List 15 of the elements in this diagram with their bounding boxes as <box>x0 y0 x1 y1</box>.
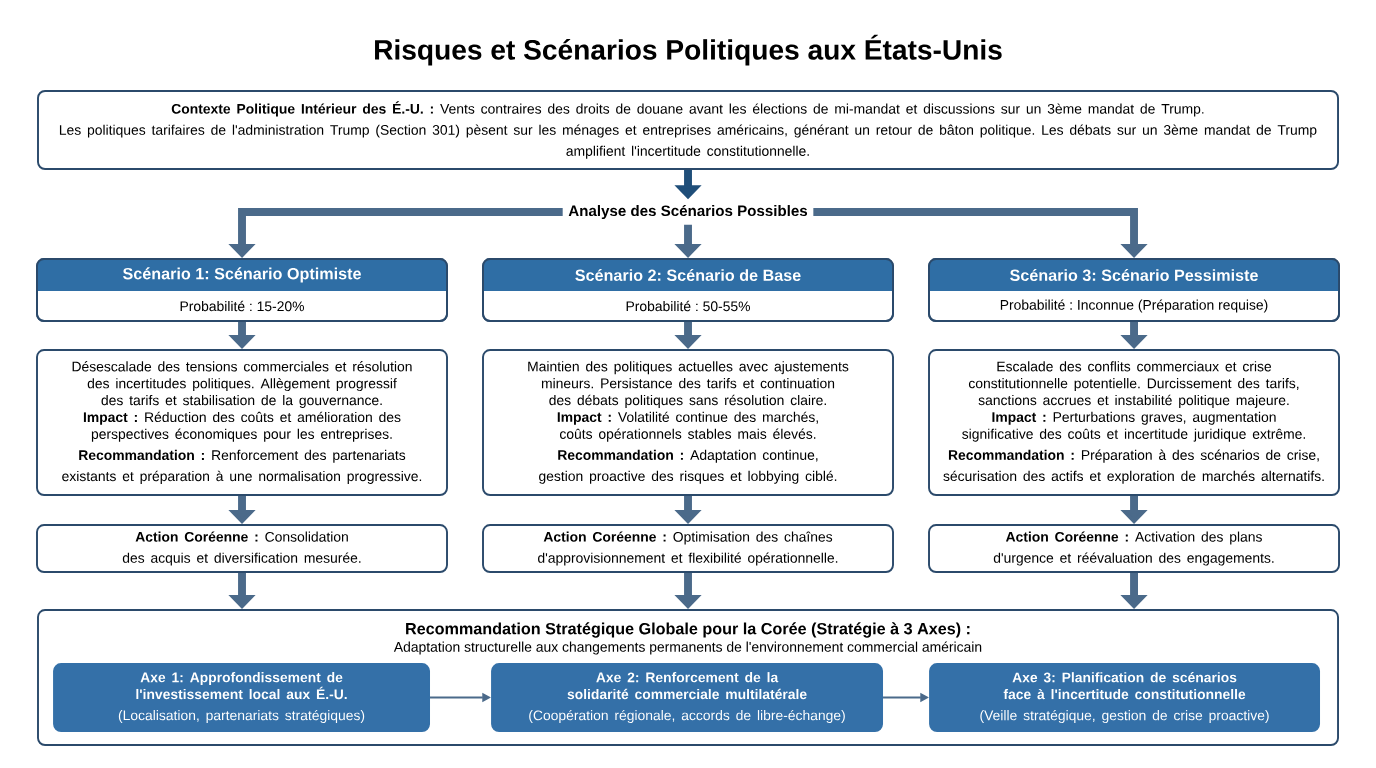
action-box: Action Coréenne : Optimisation des chaînes d'approvisionnement et flexibilité opérationnelle. <box>482 524 894 573</box>
axis-box: Axe 2: Renforcement de la solidarité commerciale multilatérale (Coopération régionale, accords de libre-échange) <box>491 663 883 732</box>
axis-box: Axe 3: Planification de scénarios face à l'incertitude constitutionnelle (Veille stratégique, gestion de crise proactive) <box>929 663 1321 732</box>
title: Risques et Scénarios Politiques aux États-Unis <box>375 34 1002 66</box>
action-box: Action Coréenne : Activation des plans d'urgence et réévaluation des engagements. <box>928 524 1340 573</box>
scenario-card: Scénario 1: Scénario Optimiste Probabilité : 15-20% <box>36 258 448 322</box>
section-label: Analyse des Scénarios Possibles <box>563 199 813 225</box>
axis-box: Axe 1: Approfondissement de l'investissement local aux É.-U. (Localisation, partenariats stratégiques) <box>53 663 430 732</box>
description-box: Maintien des politiques actuelles avec ajustements mineurs. Persistance des tarifs et continuation des débats politiques sans résolution claire. Impact : Volatilité continue des marchés, coûts opérationnels stables mais élevés. Recommandation : Adaptation continue, gestion proactive des risques et lobbying ciblé. <box>482 349 894 496</box>
action-box: Action Coréenne : Consolidation des acquis et diversification mesurée. <box>36 524 448 573</box>
context-box: Contexte Politique Intérieur des É.-U. : Vents contraires des droits de douane avant les élections de mi-mandat et discussions sur un 3ème mandat de Trump. Les politiques tarifaires de l'administration Trump (Section 301) pèsent sur les ménages et entreprises américains, générant un retour de bâton politique. Les débats sur un 3ème mandat de Trump amplifient l'incertitude constitutionnelle. <box>37 90 1339 170</box>
scenario-card: Scénario 3: Scénario Pessimiste Probabilité : Inconnue (Préparation requise) <box>928 258 1340 322</box>
description-box: Escalade des conflits commerciaux et crise constitutionnelle potentielle. Durcissement des tarifs, sanctions accrues et instabilité politique majeure. Impact : Perturbations graves, augmentation significative des coûts et incertitude juridique extrême. Recommandation : Préparation à des scénarios de crise, sécurisation des actifs et exploration de marchés alternatifs. <box>928 349 1340 496</box>
scenario-card: Scénario 2: Scénario de Base Probabilité : 50-55% <box>482 258 894 322</box>
description-box: Désescalade des tensions commerciales et résolution des incertitudes politiques. Allègement progressif des tarifs et stabilisation de la gouvernance. Impact : Réduction des coûts et amélioration des perspectives économiques pour les entreprises. Recommandation : Renforcement des partenariats existants et préparation à une normalisation progressive. <box>36 349 448 496</box>
